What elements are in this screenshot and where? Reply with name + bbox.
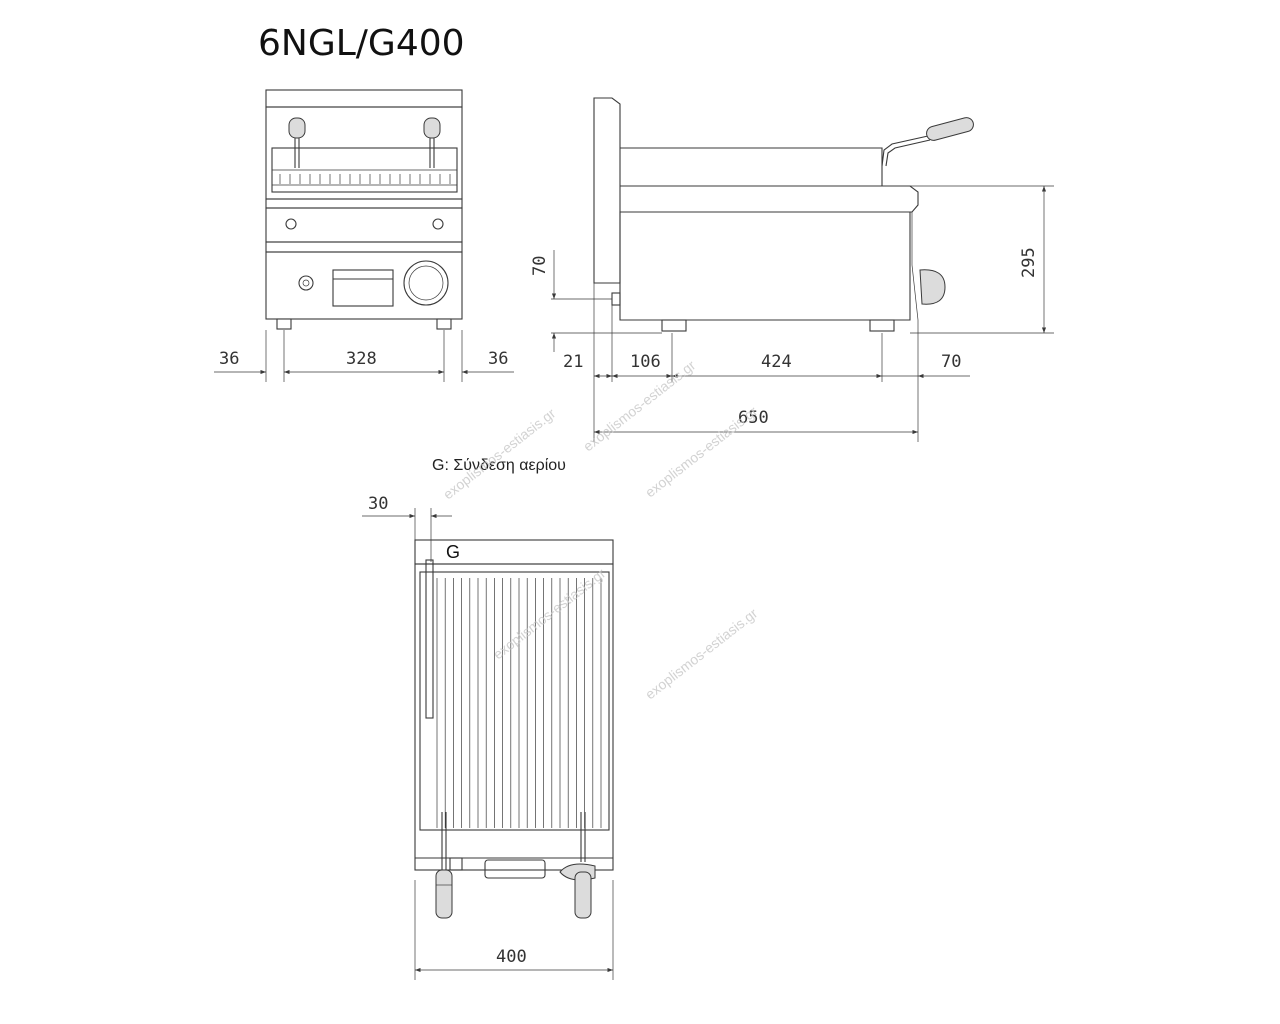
- gas-connection-label: G: [446, 542, 460, 562]
- handle-left-front: [288, 117, 306, 168]
- drip-tray-top: [484, 859, 546, 879]
- dim-top-width: 400: [496, 947, 527, 967]
- dim-front-left: 36: [219, 349, 239, 369]
- dim-side-424: 424: [761, 352, 792, 372]
- watermark-text-5: exoplismos-estiasis.gr: [642, 605, 761, 703]
- top-view: G: [414, 539, 614, 919]
- front-dimensions: 36 328 36: [214, 330, 514, 382]
- dim-front-right: 36: [488, 349, 508, 369]
- watermark: exoplismos-estiasis.gr exoplismos-estias…: [440, 357, 761, 703]
- control-knob: [403, 260, 449, 306]
- dim-side-106: 106: [630, 352, 661, 372]
- side-view: [593, 97, 974, 332]
- gas-legend: G: Σύνδεση αερίου: [432, 457, 566, 474]
- drip-drawer: [332, 269, 394, 307]
- grill-bars-front: [279, 174, 451, 184]
- side-knob: [919, 269, 946, 305]
- handle-left-top: [435, 812, 453, 919]
- side-handle: [881, 117, 974, 167]
- handle-right-top: [559, 812, 596, 919]
- grill-bars-top: [436, 578, 602, 828]
- watermark-text-1: exoplismos-estiasis.gr: [440, 405, 559, 503]
- dim-side-depth: 650: [738, 408, 769, 428]
- model-title: 6NGL/G400: [258, 23, 465, 64]
- dim-top-30: 30: [368, 494, 388, 514]
- side-dimensions: 295 70 21 106 424 70 650: [530, 185, 1054, 442]
- dim-front-width: 328: [346, 349, 377, 369]
- ignition-button: [298, 275, 314, 291]
- watermark-text-2: exoplismos-estiasis.gr: [642, 403, 761, 501]
- watermark-text-4: exoplismos-estiasis.gr: [490, 565, 609, 663]
- handle-right-front: [423, 117, 441, 168]
- front-view: [265, 89, 463, 330]
- top-dimensions: 30 400: [362, 494, 614, 980]
- dim-side-height: 295: [1019, 247, 1039, 278]
- dim-side-21: 21: [563, 352, 583, 372]
- dim-side-70-vertical: 70: [530, 256, 550, 276]
- dim-side-70-right: 70: [941, 352, 961, 372]
